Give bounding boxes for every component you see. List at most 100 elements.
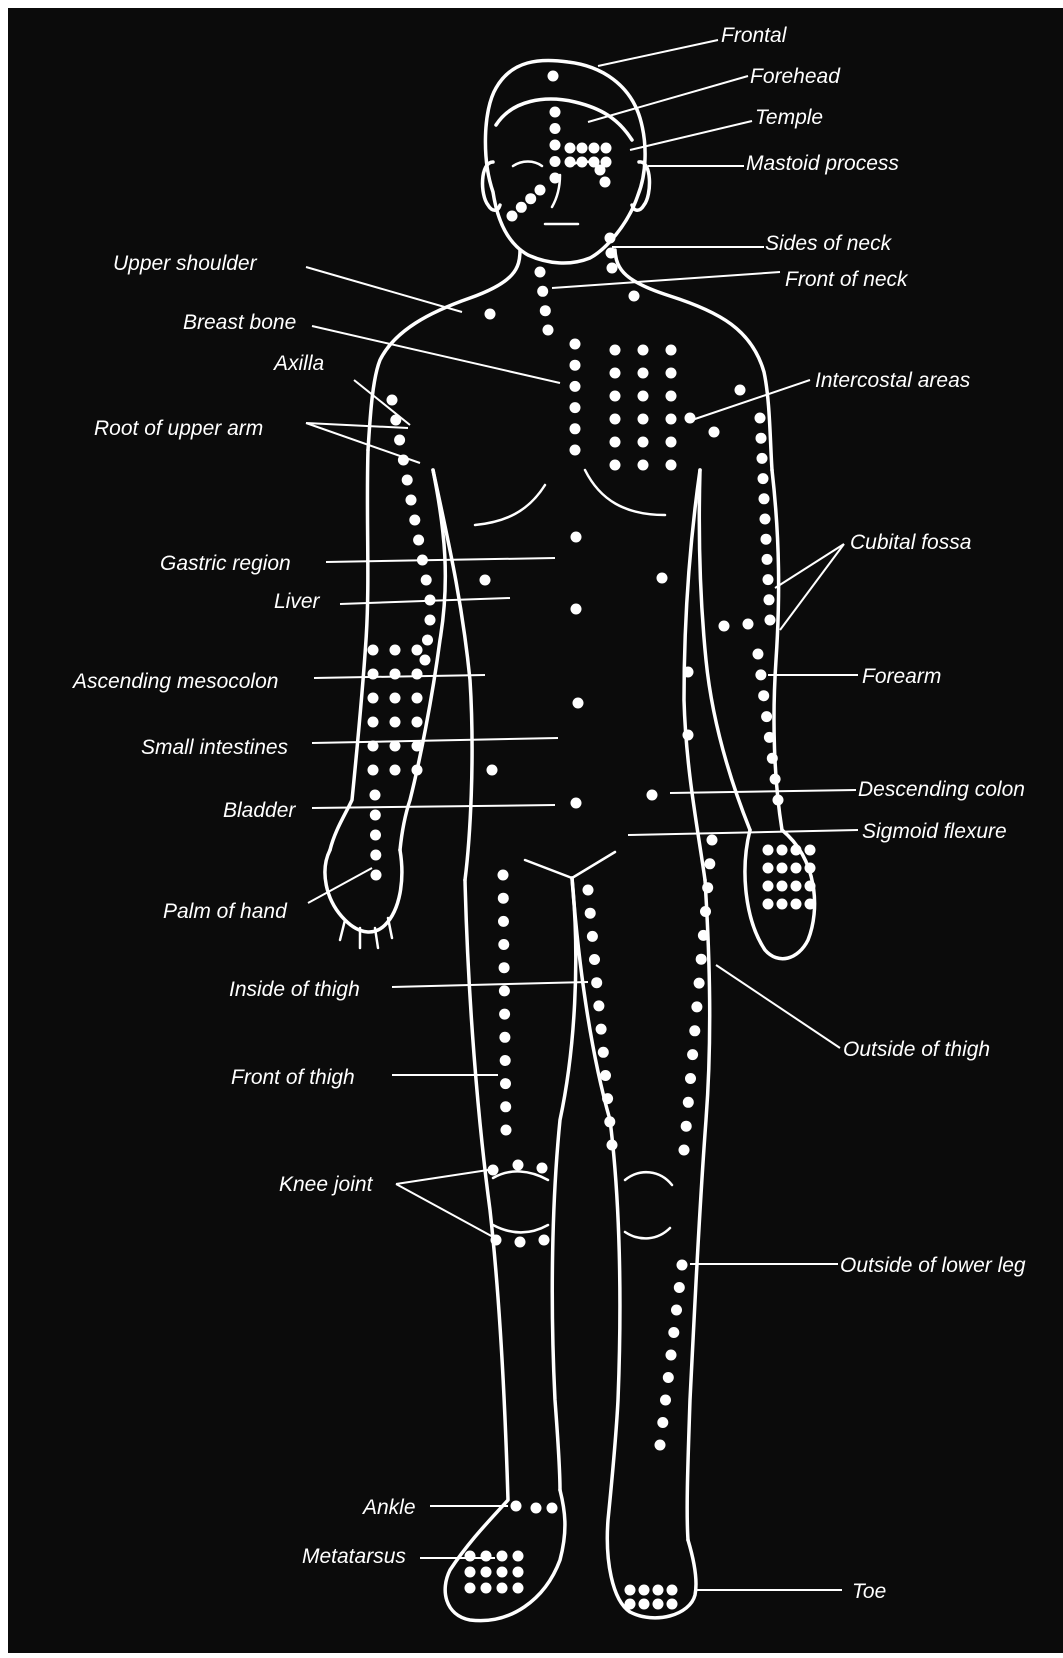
acupoint-dot [763, 899, 774, 910]
acupoint-dot [683, 1097, 694, 1108]
acupoint-dot [683, 667, 694, 678]
acupoint-dot [761, 711, 772, 722]
acupoint-dot [587, 931, 598, 942]
acupoint-dot [638, 414, 649, 425]
acupoint-dot [425, 615, 436, 626]
label-front-of-thigh: Front of thigh [231, 1066, 355, 1089]
acupoint-dot [791, 899, 802, 910]
acupoint-dot [709, 427, 720, 438]
acupoint-dot [606, 248, 617, 259]
acupoint-dot [685, 1073, 696, 1084]
acupoint-dot [585, 908, 596, 919]
acupoint-dot [791, 881, 802, 892]
acupoint-dot [758, 690, 769, 701]
acupoint-dot [756, 433, 767, 444]
acupoint-dot [610, 460, 621, 471]
acupoint-dot [390, 693, 401, 704]
acupoint-dot [571, 798, 582, 809]
acupoint-dot [570, 423, 581, 434]
acupoint-dot [387, 395, 398, 406]
acupoint-dot [516, 202, 527, 213]
acupoint-dot [757, 453, 768, 464]
acupoint-dot [370, 850, 381, 861]
acupoint-dot [638, 391, 649, 402]
acupoint-dot [577, 157, 588, 168]
acupoint-dot [638, 460, 649, 471]
acupoint-dot [537, 1163, 548, 1174]
acupoint-dot [638, 437, 649, 448]
acupoint-dot [681, 1121, 692, 1132]
acupoint-dot [805, 899, 816, 910]
acupoint-dot [639, 1585, 650, 1596]
acupoint-dot [610, 414, 621, 425]
acupoint-dot [507, 211, 518, 222]
acupoint-dot [666, 460, 677, 471]
acupoint-dot [481, 1567, 492, 1578]
acupoint-dot [639, 1599, 650, 1610]
acupoint-dot [589, 143, 600, 154]
acupoint-dot [660, 1395, 671, 1406]
acupoint-dot [394, 435, 405, 446]
acupoint-dot [761, 534, 772, 545]
acupoint-dot [550, 140, 561, 151]
acupoint-dot [777, 845, 788, 856]
acupoint-dot [689, 1025, 700, 1036]
acupoint-dot [488, 1165, 499, 1176]
acupoint-dot [487, 765, 498, 776]
label-axilla: Axilla [272, 352, 324, 375]
acupoint-dot [683, 730, 694, 741]
acupoint-dot [513, 1567, 524, 1578]
acupoint-dot [589, 954, 600, 965]
acupoint-dot [485, 309, 496, 320]
acupoint-dot [513, 1160, 524, 1171]
acupoint-dot [565, 143, 576, 154]
acupoint-dot [666, 391, 677, 402]
label-gastric-region: Gastric region [160, 552, 291, 575]
acupoint-dot [638, 345, 649, 356]
acupoint-dot [791, 863, 802, 874]
acupoint-dot [412, 693, 423, 704]
label-forehead: Forehead [750, 65, 841, 88]
acupoint-dot [465, 1567, 476, 1578]
acupoint-dot [368, 765, 379, 776]
acupoint-dot [763, 881, 774, 892]
acupoint-dot [629, 291, 640, 302]
acupoint-dot [638, 368, 649, 379]
acupoint-dot [674, 1282, 685, 1293]
label-metatarsus: Metatarsus [302, 1545, 406, 1568]
acupoint-dot [499, 1009, 510, 1020]
acupoint-dot [498, 870, 509, 881]
acupoint-dot [647, 790, 658, 801]
acupoint-dot [500, 1078, 511, 1089]
label-temple: Temple [755, 106, 823, 129]
acupoint-dot [687, 1049, 698, 1060]
acupoint-dot [368, 717, 379, 728]
acupoint-dot [550, 123, 561, 134]
acupoint-dot [600, 1070, 611, 1081]
acupoint-dot [677, 1260, 688, 1271]
acupoint-dot [390, 765, 401, 776]
acupoint-dot [666, 414, 677, 425]
acupoint-dot [535, 185, 546, 196]
acupoint-dot [499, 1032, 510, 1043]
acupoint-dot [570, 360, 581, 371]
acupoint-dot [696, 954, 707, 965]
label-inside-of-thigh: Inside of thigh [229, 978, 360, 1001]
label-frontal: Frontal [721, 24, 788, 47]
acupoint-dot [755, 669, 766, 680]
acupoint-dot [390, 717, 401, 728]
acupoint-dot [596, 1024, 607, 1035]
acupoint-dot [773, 795, 784, 806]
acupoint-dot [412, 669, 423, 680]
acupoint-dot [777, 899, 788, 910]
acupoint-dot [539, 1235, 550, 1246]
acupoint-dot [406, 495, 417, 506]
label-mastoid-process: Mastoid process [746, 152, 899, 175]
acupoint-dot [413, 535, 424, 546]
label-intercostal-areas: Intercostal areas [815, 369, 971, 392]
acupoint-dot [704, 858, 715, 869]
label-front-of-neck: Front of neck [785, 268, 909, 291]
acupoint-dot [497, 1551, 508, 1562]
acupoint-dot [390, 645, 401, 656]
